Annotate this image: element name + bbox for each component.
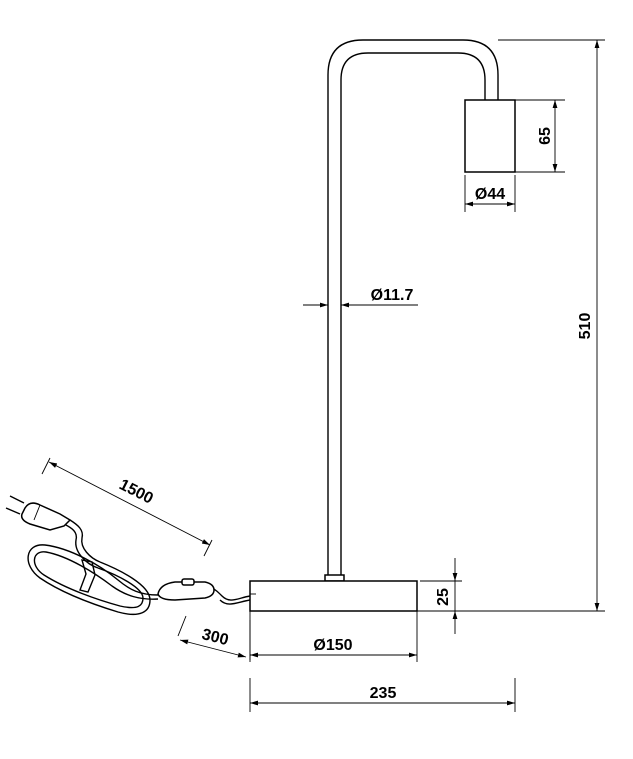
dim-base-height-label: 25 bbox=[435, 588, 452, 606]
dim-tube-diameter-label: Ø11.7 bbox=[371, 287, 414, 304]
dim-total-height-label: 510 bbox=[577, 313, 594, 340]
plug-pin-top bbox=[9, 495, 25, 504]
dim-total-height: 510 bbox=[417, 39, 605, 612]
plug-pin-bottom bbox=[5, 507, 21, 515]
power-cord bbox=[5, 495, 251, 616]
dim-base-diameter-label: Ø150 bbox=[313, 637, 352, 654]
cable-tie bbox=[79, 559, 96, 593]
switch-button bbox=[181, 578, 195, 586]
lamp-outline bbox=[249, 39, 516, 612]
lamp-shade bbox=[464, 99, 516, 173]
dim-switch-distance-label: 300 bbox=[200, 626, 230, 649]
tube-collar bbox=[324, 574, 345, 582]
dim-shade-diameter: Ø44 bbox=[464, 175, 516, 212]
lamp-arm-outer bbox=[327, 39, 499, 578]
lamp-base bbox=[249, 580, 418, 612]
dim-switch-distance: 300 bbox=[177, 615, 251, 660]
dim-cord-length-label: 1500 bbox=[116, 476, 156, 507]
dim-shade-height: 65 bbox=[515, 99, 565, 173]
dim-tube-diameter: Ø11.7 bbox=[303, 287, 418, 308]
dim-base-diameter: Ø150 bbox=[249, 611, 418, 662]
dim-shade-height-label: 65 bbox=[537, 127, 554, 145]
inline-switch bbox=[157, 581, 215, 601]
plug bbox=[20, 502, 72, 531]
dim-total-width-label: 235 bbox=[370, 685, 397, 702]
dim-cord-length: 1500 bbox=[41, 457, 213, 557]
dim-base-height: 25 bbox=[420, 558, 462, 634]
dim-total-width: 235 bbox=[249, 678, 516, 712]
lamp-arm-inner bbox=[340, 52, 486, 578]
dim-shade-diameter-label: Ø44 bbox=[475, 186, 505, 203]
